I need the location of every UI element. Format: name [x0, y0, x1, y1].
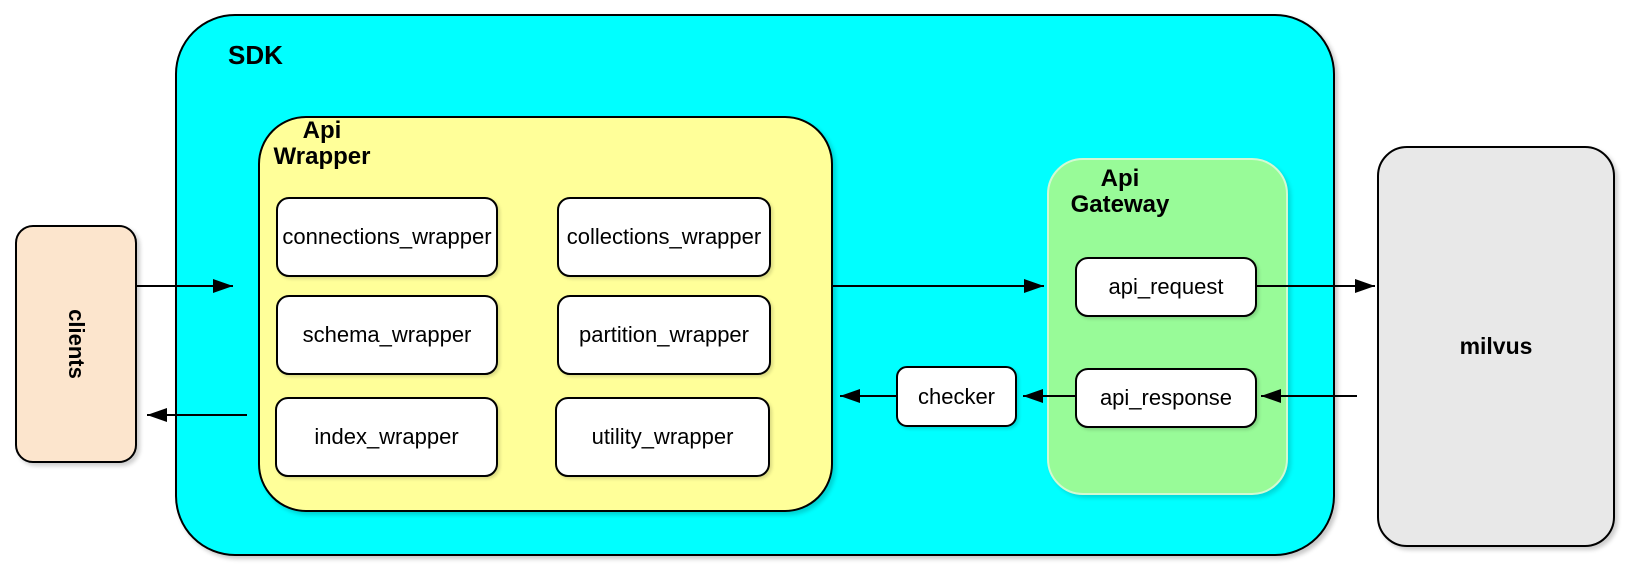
clients-box: clients: [15, 225, 137, 463]
checker-box: checker: [896, 366, 1017, 427]
api-gateway-label: Api Gateway: [1070, 165, 1170, 219]
api-gateway-container: [1047, 158, 1288, 495]
clients-label: clients: [63, 309, 89, 379]
utility-wrapper-box: utility_wrapper: [555, 397, 770, 477]
connections-wrapper-box: connections_wrapper: [276, 197, 498, 277]
sdk-label: SDK: [228, 40, 283, 70]
api-response-box: api_response: [1075, 368, 1257, 428]
milvus-box: milvus: [1377, 146, 1615, 547]
index-wrapper-box: index_wrapper: [275, 397, 498, 477]
collections-wrapper-box: collections_wrapper: [557, 197, 771, 277]
api-request-box: api_request: [1075, 257, 1257, 317]
partition-wrapper-box: partition_wrapper: [557, 295, 771, 375]
api-wrapper-label: Api Wrapper: [273, 117, 371, 171]
schema-wrapper-box: schema_wrapper: [276, 295, 498, 375]
